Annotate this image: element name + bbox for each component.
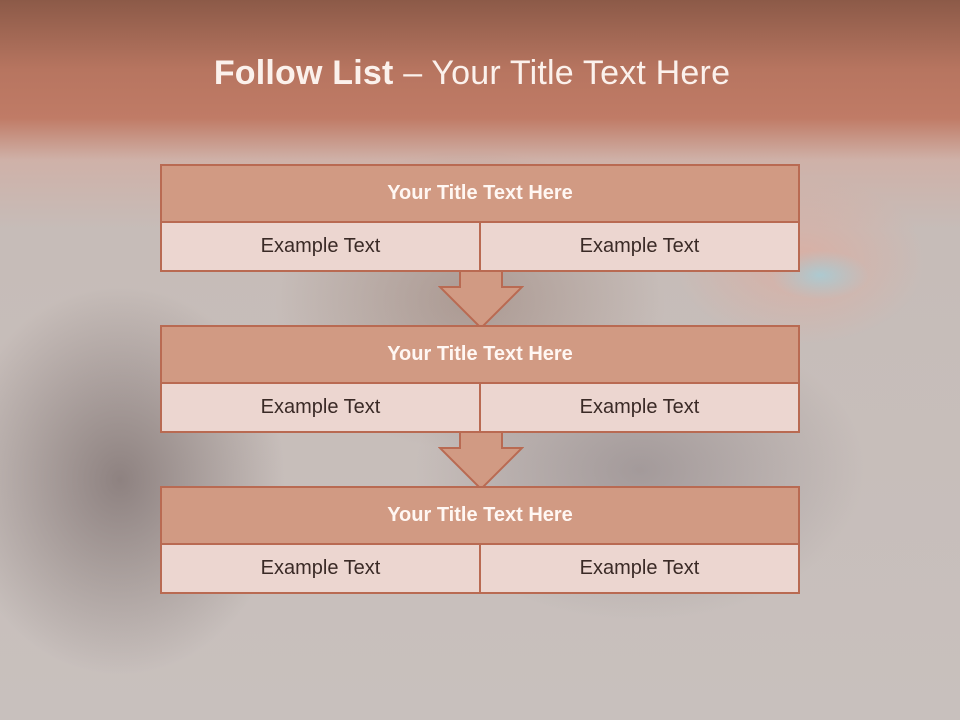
step-cell-left: Example Text	[162, 223, 479, 270]
step-cell-right: Example Text	[479, 545, 798, 592]
step-row: Example Text Example Text	[162, 223, 798, 270]
step-cell-right: Example Text	[479, 384, 798, 431]
step-cell-right: Example Text	[479, 223, 798, 270]
step-cell-left: Example Text	[162, 384, 479, 431]
slide-title: Follow List – Your Title Text Here	[0, 54, 944, 93]
step-title: Your Title Text Here	[162, 327, 798, 384]
step-block-1: Your Title Text Here Example Text Exampl…	[160, 164, 800, 272]
step-title: Your Title Text Here	[162, 488, 798, 545]
step-row: Example Text Example Text	[162, 384, 798, 431]
title-bold-text: Follow List	[213, 54, 394, 92]
step-title: Your Title Text Here	[162, 166, 798, 223]
title-rest-text: – Your Title Text Here	[393, 54, 731, 92]
step-cell-left: Example Text	[162, 545, 479, 592]
step-block-3: Your Title Text Here Example Text Exampl…	[160, 486, 800, 594]
step-block-2: Your Title Text Here Example Text Exampl…	[160, 325, 800, 433]
arrow-down-icon	[438, 431, 524, 491]
step-row: Example Text Example Text	[162, 545, 798, 592]
arrow-down-icon	[438, 270, 524, 330]
